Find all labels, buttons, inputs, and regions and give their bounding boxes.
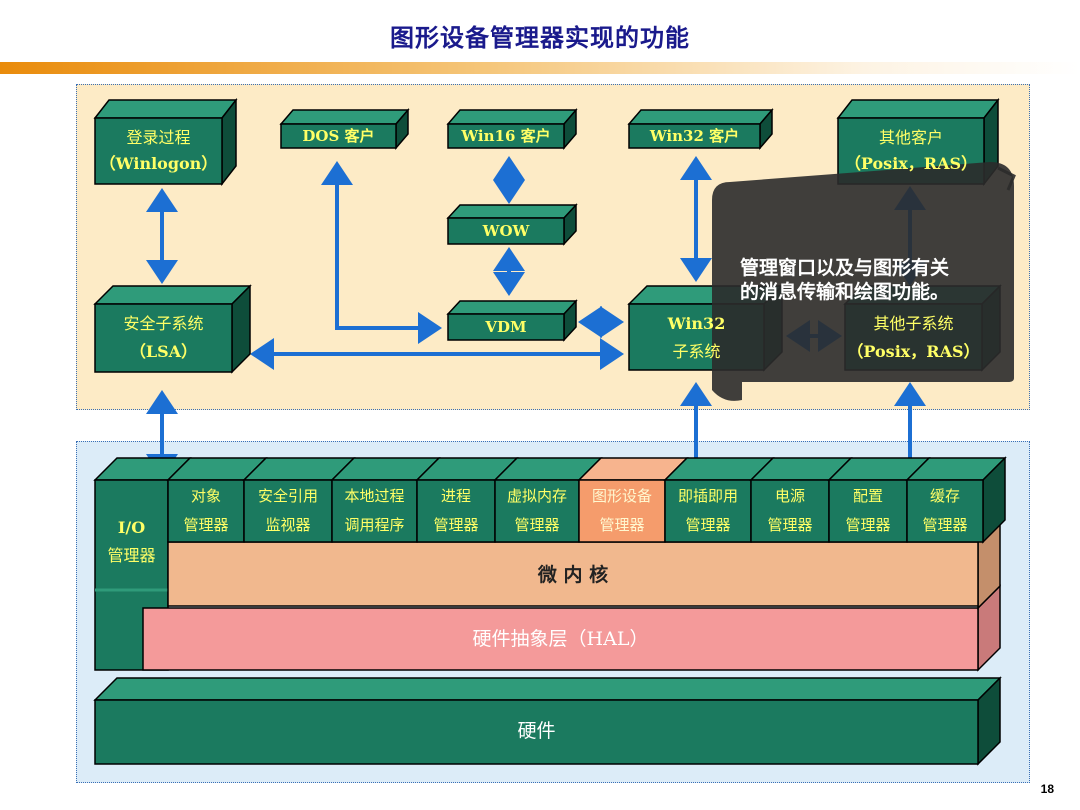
manager-label-line1: 对象 <box>190 487 221 505</box>
other-client-line1: 其他客户 <box>878 128 943 147</box>
io-manager-line2: 管理器 <box>107 546 156 565</box>
manager-box-security-monitor <box>242 457 356 543</box>
box-win16 <box>446 107 578 151</box>
page-title: 图形设备管理器实现的功能 <box>390 23 690 52</box>
other-client-line2: （Posix，RAS） <box>844 154 978 173</box>
box-hal <box>142 584 1001 672</box>
page-number: 18 <box>1040 782 1054 796</box>
manager-label-line2: 管理器 <box>922 516 968 534</box>
title-underline <box>0 62 1080 74</box>
other-subsystem-line1: 其他子系统 <box>873 314 954 333</box>
manager-label-object: 对象管理器 <box>168 482 244 540</box>
wow-label: WOW <box>482 222 530 240</box>
manager-label-line2: 管理器 <box>433 516 479 534</box>
manager-label-line1: 本地过程 <box>344 487 405 505</box>
hardware-label: 硬件 <box>517 720 556 742</box>
box-dos <box>279 107 410 151</box>
manager-label-config: 配置管理器 <box>829 482 907 540</box>
manager-label-line1: 缓存 <box>929 487 960 505</box>
callout-bubble <box>712 162 1016 401</box>
callout-text: 管理窗口以及与图形有关 的消息传输和绘图功能。 <box>740 256 1010 304</box>
manager-label-line2: 管理器 <box>183 516 229 534</box>
manager-label-line2: 管理器 <box>685 516 731 534</box>
winlogon-line1: 登录过程 <box>126 128 191 147</box>
winlogon-line2: （Winlogon） <box>99 154 218 173</box>
manager-row <box>166 456 1007 544</box>
manager-box-object <box>166 457 268 543</box>
winlogon-label: 登录过程 （Winlogon） <box>95 125 222 177</box>
win32-client-label: Win32 客户 <box>649 127 740 145</box>
manager-label-line2: 管理器 <box>767 516 813 534</box>
manager-label-pnp: 即插即用管理器 <box>665 482 751 540</box>
microkernel-label: 微 内 核 <box>537 564 609 586</box>
manager-label-line1: 安全引用 <box>257 487 318 505</box>
win16-client-label: Win16 客户 <box>461 127 551 145</box>
manager-label-line1: 进程 <box>440 487 471 505</box>
manager-label-lpc: 本地过程调用程序 <box>332 482 417 540</box>
manager-label-graphics-device: 图形设备管理器 <box>579 482 665 540</box>
lsa-label: 安全子系统 （LSA） <box>95 310 232 366</box>
io-manager-line1: I/O <box>117 518 146 537</box>
manager-label-line1: 电源 <box>774 487 805 505</box>
manager-box-lpc <box>330 457 441 543</box>
lsa-line1: 安全子系统 <box>123 314 204 333</box>
manager-label-process: 进程管理器 <box>417 482 495 540</box>
manager-label-line2: 管理器 <box>845 516 891 534</box>
manager-box-cache <box>905 456 1007 544</box>
manager-label-cache: 缓存管理器 <box>907 482 983 540</box>
manager-box-power <box>749 457 853 543</box>
manager-label-line1: 即插即用 <box>677 487 738 505</box>
manager-label-virtual-memory: 虚拟内存管理器 <box>495 482 579 540</box>
callout-line2: 的消息传输和绘图功能。 <box>740 281 950 303</box>
win32-subsystem-line1: Win32 <box>667 314 726 333</box>
box-winlogon <box>93 97 238 187</box>
win32-subsystem-line2: 子系统 <box>672 342 721 361</box>
dos-client-label: DOS 客户 <box>302 127 375 145</box>
manager-label-line2: 管理器 <box>514 516 560 534</box>
other-subsystem-label: 其他子系统 （Posix，RAS） <box>845 310 982 366</box>
hal-label: 硬件抽象层（HAL） <box>472 628 649 650</box>
manager-box-process <box>415 457 519 543</box>
box-io-manager <box>93 457 192 671</box>
win32-subsystem-label: Win32 子系统 <box>629 310 764 366</box>
manager-label-line1: 虚拟内存 <box>506 487 567 505</box>
manager-box-graphics-device <box>577 457 689 543</box>
box-wow <box>446 203 578 246</box>
manager-box-config <box>827 457 931 543</box>
box-win32-client <box>627 107 774 151</box>
manager-box-virtual-memory <box>493 457 603 543</box>
vdm-label: VDM <box>485 318 527 336</box>
other-subsystem-line2: （Posix，RAS） <box>847 342 980 361</box>
manager-label-line2: 调用程序 <box>344 516 405 534</box>
manager-label-line1: 图形设备 <box>591 487 652 505</box>
box-microkernel <box>167 518 1001 610</box>
manager-label-security-monitor: 安全引用监视器 <box>244 482 332 540</box>
manager-label-power: 电源管理器 <box>751 482 829 540</box>
io-manager-label: I/O 管理器 <box>95 514 168 570</box>
arrow-dos-vdm <box>321 161 442 344</box>
manager-label-line2: 监视器 <box>265 516 311 534</box>
box-lsa <box>93 284 252 374</box>
box-hardware <box>93 676 1002 766</box>
manager-label-line2: 管理器 <box>599 516 645 534</box>
lsa-line2: （LSA） <box>129 342 198 361</box>
manager-label-line1: 配置 <box>852 487 883 505</box>
box-vdm <box>446 299 578 342</box>
other-client-label: 其他客户 （Posix，RAS） <box>838 125 984 177</box>
callout-line1: 管理窗口以及与图形有关 <box>740 257 950 279</box>
